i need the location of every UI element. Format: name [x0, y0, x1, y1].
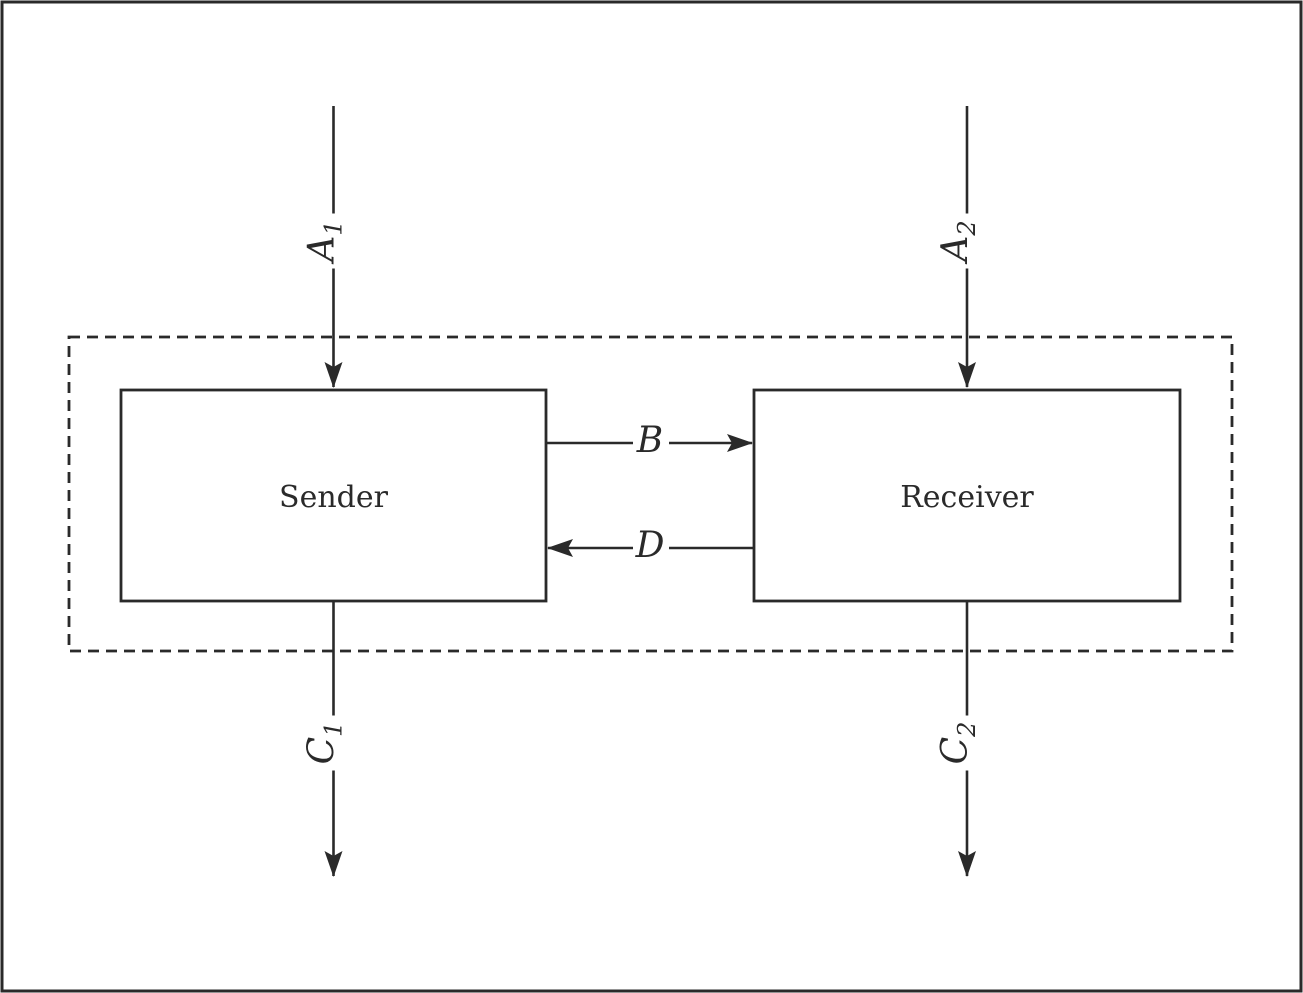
arrow-d-label: D	[635, 525, 665, 566]
arrow-c2-label: C2	[935, 722, 981, 765]
arrow-b-label-background	[633, 423, 669, 461]
receiver-label: Receiver	[900, 480, 1034, 515]
arrow-a1-label-base: A	[302, 236, 343, 265]
arrow-c1-label-group: C1	[302, 715, 348, 771]
arrow-a2-label-base: A	[935, 236, 976, 265]
arrow-c1-label-base: C	[302, 737, 343, 765]
arrow-b-label: B	[636, 420, 663, 461]
arrow-a1-label-background	[303, 213, 348, 269]
arrow-c2-label-group: C2	[935, 715, 981, 771]
arrow-c1-label-subscript: 1	[320, 722, 348, 737]
arrow-a2-label-background	[937, 213, 981, 269]
arrow-d-label-background	[633, 528, 669, 566]
system-boundary-dashed-box	[67, 335, 1234, 653]
arrow-a2-label: A2	[935, 220, 981, 264]
arrow-c2-label-background	[937, 715, 981, 771]
sender-label: Sender	[279, 480, 389, 515]
arrow-a2-label-subscript: 2	[953, 220, 981, 236]
arrow-a2-label-group: A2	[935, 213, 981, 269]
arrow-a1-label-subscript: 1	[320, 220, 348, 235]
arrow-a1-label-group: A1	[302, 213, 348, 269]
arrow-c1-label-background	[303, 715, 348, 771]
arrow-c2-label-base: C	[935, 737, 976, 765]
arrow-a1-label: A1	[302, 220, 348, 264]
arrow-c2-label-subscript: 2	[953, 722, 981, 738]
arrow-c1-label: C1	[302, 722, 348, 765]
